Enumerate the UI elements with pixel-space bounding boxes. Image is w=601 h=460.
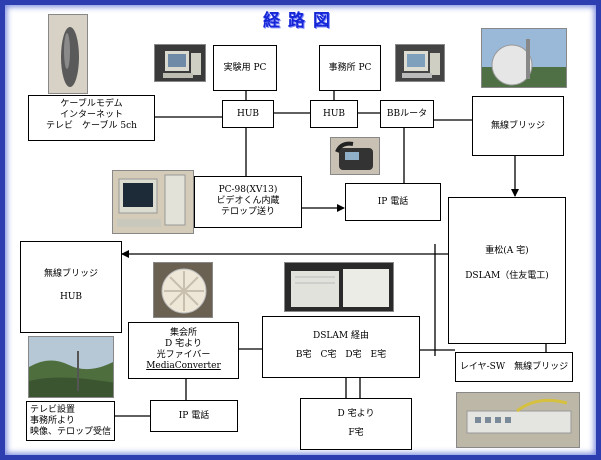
meeting-hall-line-1: 集会所 <box>169 328 197 338</box>
wireless-bridge-photo <box>481 28 567 88</box>
pc98-box: PC-98(XV13) ビデオくん内蔵 テロップ送り <box>194 176 302 228</box>
wireless-hub-box: 無線ブリッジ HUB <box>20 241 122 333</box>
cable-modem-line-3: テレビ ケーブル 5ch <box>46 121 137 131</box>
hub-left-box: HUB <box>222 100 274 128</box>
meeting-hall-line-4: MediaConverter <box>146 361 221 371</box>
meeting-hall-line-2: D 宅より <box>165 339 202 349</box>
meeting-hall-line-3: 光ファイバー <box>156 350 211 360</box>
hub-left-label: HUB <box>236 109 260 119</box>
tv-setup-box: テレビ設置 事務所より 映像、テロップ受信 <box>26 401 115 441</box>
test-pc-label: 実験用 PC <box>223 63 267 73</box>
office-pc-label: 事務所 PC <box>328 63 372 73</box>
test-pc-photo <box>154 44 206 82</box>
meeting-hall-box: 集会所 D 宅より 光ファイバー MediaConverter <box>128 322 239 379</box>
shigematsu-line-2: DSLAM（住友電工) <box>465 271 549 281</box>
dslam-via-box: DSLAM 経由 B宅 C宅 D宅 E宅 <box>262 316 420 378</box>
shigematsu-box: 重松(A 宅) DSLAM（住友電工) <box>448 197 566 344</box>
pc98-line-2: ビデオくん内蔵 <box>216 196 280 206</box>
ip-phone-top-box: IP 電話 <box>345 183 441 221</box>
ip-phone-top-label: IP 電話 <box>377 197 409 207</box>
pc98-line-3: テロップ送り <box>220 207 275 217</box>
wireless-bridge-top-box: 無線ブリッジ <box>472 96 564 156</box>
cable-modem-line-1: ケーブルモデム <box>60 99 123 109</box>
shigematsu-line-1: 重松(A 宅) <box>485 246 529 256</box>
test-pc-box: 実験用 PC <box>213 45 277 91</box>
tv-setup-line-2: 事務所より <box>30 416 75 426</box>
wireless-bridge-top-label: 無線ブリッジ <box>490 121 545 131</box>
pc98-photo <box>112 170 194 234</box>
from-d-line-2: F宅 <box>348 428 364 438</box>
office-pc-photo <box>395 44 445 82</box>
wireless-hub-line-1: 無線ブリッジ <box>43 269 98 279</box>
dslam-via-line-2: B宅 C宅 D宅 E宅 <box>295 350 387 360</box>
tv-setup-line-3: 映像、テロップ受信 <box>30 427 112 437</box>
hub-right-label: HUB <box>322 109 346 119</box>
cable-modem-line-2: インターネット <box>59 110 123 120</box>
pc98-line-1: PC-98(XV13) <box>218 185 278 195</box>
from-d-box: D 宅より F宅 <box>300 398 412 450</box>
fiber-media-photo <box>153 262 213 318</box>
cable-modem-box: ケーブルモデム インターネット テレビ ケーブル 5ch <box>28 95 155 141</box>
office-pc-box: 事務所 PC <box>319 45 381 91</box>
wireless-hub-line-2: HUB <box>59 292 83 302</box>
bb-router-label: BBルータ <box>386 109 428 119</box>
dslam-via-line-1: DSLAM 経由 <box>313 331 369 341</box>
hub-right-box: HUB <box>310 100 358 128</box>
dslam-photo <box>284 262 394 312</box>
layer-switch-photo <box>456 392 580 448</box>
tv-setup-line-1: テレビ設置 <box>30 405 76 415</box>
landscape-photo <box>28 336 114 398</box>
ip-phone-bottom-box: IP 電話 <box>150 400 238 432</box>
layer-switch-label: レイヤ-SW 無線ブリッジ <box>459 362 569 372</box>
layer-switch-box: レイヤ-SW 無線ブリッジ <box>455 352 573 382</box>
cable-modem-photo <box>48 14 88 94</box>
diagram-title: 経路図 <box>263 11 338 31</box>
bb-router-box: BBルータ <box>380 100 434 128</box>
from-d-line-1: D 宅より <box>337 409 375 419</box>
ip-phone-bottom-label: IP 電話 <box>178 411 210 421</box>
ip-phone-photo <box>330 137 380 175</box>
